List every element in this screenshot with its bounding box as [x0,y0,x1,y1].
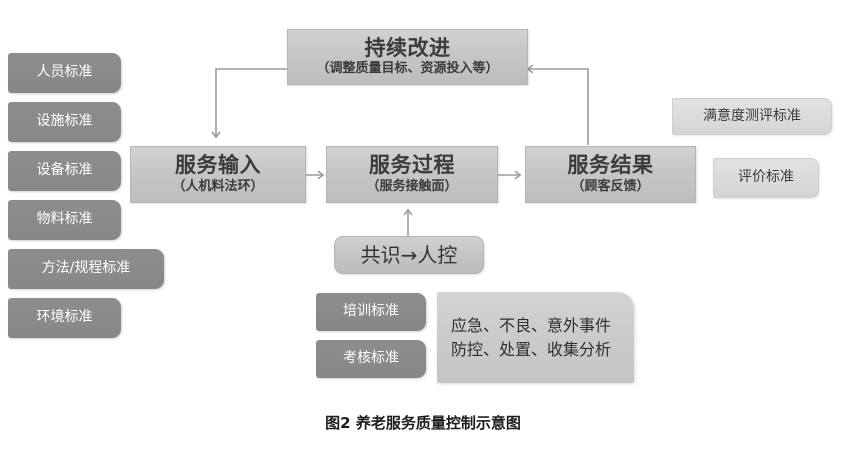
standard-chip-label: 物料标准 [36,211,93,228]
standard-panel-label: 评价标准 [738,169,794,186]
service-result-title: 服务结果 [567,153,654,178]
standard-panel-evaluation[interactable]: 评价标准 [713,158,819,198]
service-process-title: 服务过程 [369,153,455,178]
service-result-subtitle: （顾客反馈） [571,178,650,194]
standard-chip-facility[interactable]: 设施标准 [8,102,121,142]
standard-chip-personnel[interactable]: 人员标准 [8,53,121,93]
incident-handling-panel[interactable]: 应急、不良、意外事件 防控、处置、收集分析 [437,292,634,383]
standard-chip-label: 方法/规程标准 [41,260,131,277]
standard-chip-environment[interactable]: 环境标准 [8,298,121,338]
figure-caption: 图2 养老服务质量控制示意图 [325,414,521,432]
continuous-improvement-box[interactable]: 持续改进 （调整质量目标、资源投入等） [287,29,528,85]
standard-chip-label: 人员标准 [36,64,93,81]
incident-handling-line-2: 防控、处置、收集分析 [451,339,612,359]
standard-panel-satisfaction-survey[interactable]: 满意度测评标准 [672,98,832,135]
continuous-improvement-title: 持续改进 [364,35,451,60]
service-result-box[interactable]: 服务结果 （顾客反馈） [525,146,696,203]
standard-chip-method[interactable]: 方法/规程标准 [8,249,164,289]
standard-chip-material[interactable]: 物料标准 [8,200,121,240]
standard-chip-training[interactable]: 培训标准 [316,293,426,331]
continuous-improvement-subtitle: （调整质量目标、资源投入等） [316,61,499,77]
service-process-subtitle: （服务接触面） [366,178,458,194]
standard-chip-assessment[interactable]: 考核标准 [316,340,426,378]
standard-chip-label: 培训标准 [343,303,399,320]
incident-handling-line-1: 应急、不良、意外事件 [451,316,612,336]
consensus-human-control-box[interactable]: 共识→人控 [334,236,484,274]
standard-chip-label: 环境标准 [36,309,93,326]
standard-chip-label: 考核标准 [343,350,399,367]
standard-chip-equipment[interactable]: 设备标准 [8,151,121,191]
standard-chip-label: 设备标准 [36,162,93,179]
service-process-box[interactable]: 服务过程 （服务接触面） [326,146,498,203]
connector-improvement-to-input [211,68,287,139]
service-input-title: 服务输入 [175,153,261,178]
consensus-human-control-label: 共识→人控 [360,242,458,267]
standard-panel-label: 满意度测评标准 [703,107,801,124]
standard-chip-label: 设施标准 [36,113,93,130]
connector-output-to-improvement [526,64,589,145]
service-input-subtitle: （人机料法环） [172,178,264,194]
service-input-box[interactable]: 服务输入 （人机料法环） [130,146,306,203]
